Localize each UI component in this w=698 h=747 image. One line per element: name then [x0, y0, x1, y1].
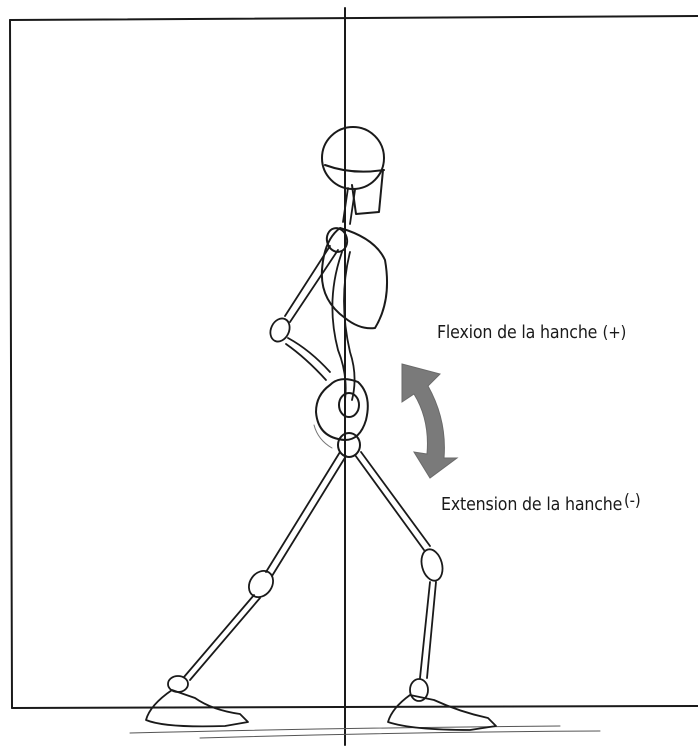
pelvis — [313, 378, 369, 458]
front-leg — [354, 451, 497, 731]
hip-extension-label: Extension de la hanche(-) — [441, 491, 641, 515]
spine — [331, 251, 356, 401]
hip-flexion-label: Flexion de la hanche(+) — [437, 322, 626, 343]
curved-double-arrow-icon — [401, 363, 459, 479]
hip-flexion-sign: (+) — [602, 323, 627, 343]
arm — [269, 245, 339, 381]
hip-extension-text: Extension de la hanche — [441, 494, 623, 515]
back-leg — [145, 451, 347, 728]
ribcage — [320, 227, 388, 330]
hip-flexion-text: Flexion de la hanche — [437, 322, 598, 343]
ground-line — [129, 725, 601, 739]
frame — [9, 15, 698, 709]
neck — [342, 187, 356, 225]
hip-extension-sign: (-) — [623, 491, 641, 511]
